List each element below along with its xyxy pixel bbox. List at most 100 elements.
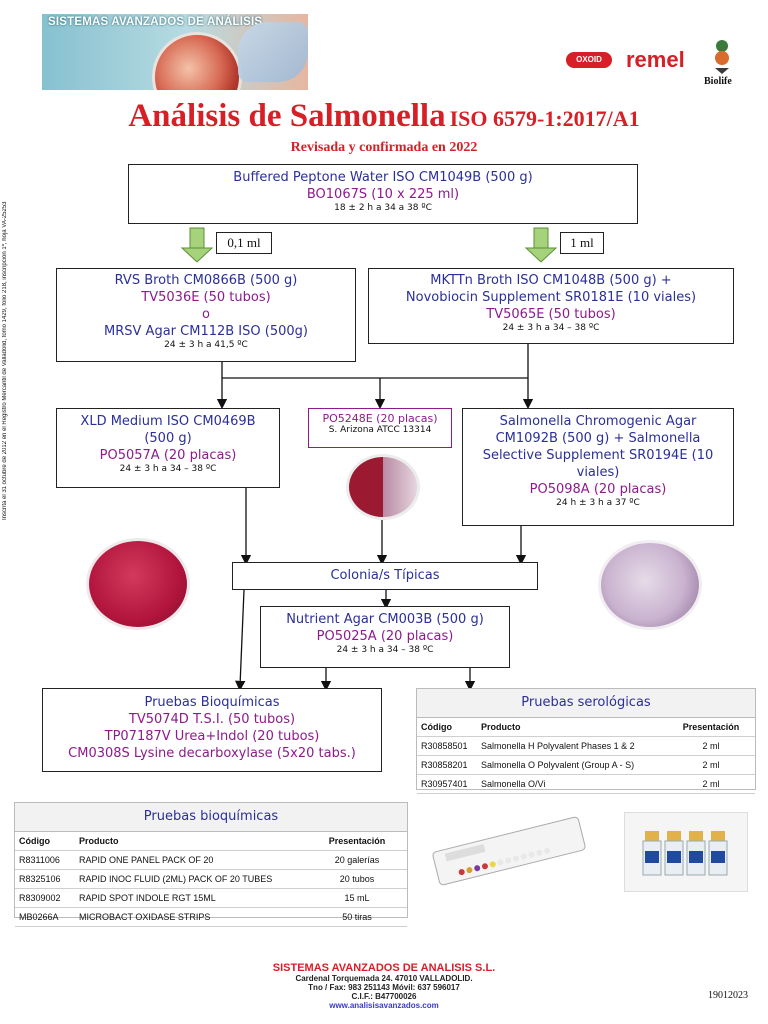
bpw-conditions: 18 ± 2 h a 34 a 38 ºC	[334, 203, 432, 213]
bioq-line4: CM0308S Lysine decarboxylase (5x20 tabs.…	[68, 746, 356, 761]
bioq-cell: R8311006	[15, 850, 75, 870]
footer-company: SISTEMAS AVANZADOS DE ANALISIS S.L.	[272, 962, 496, 974]
box-chromogenic-agar: Salmonella Chromogenic Agar CM1092B (500…	[462, 408, 734, 526]
green-arrow-right-icon	[524, 227, 558, 263]
sero-cell: Salmonella O Polyvalent (Group A - S)	[477, 755, 667, 775]
volume-label-left: 0,1 ml	[216, 232, 272, 254]
bioquimicas-table: Código Producto Presentación R8311006 RA…	[15, 832, 407, 927]
arizona-petri-dish-image	[346, 454, 420, 520]
box-nutrient-agar: Nutrient Agar CM003B (500 g) PO5025A (20…	[260, 606, 510, 668]
chromo-line2: CM1092B (500 g) + Salmonella	[495, 431, 701, 446]
chromogenic-petri-dish-image	[598, 540, 702, 630]
box-rvs-broth: RVS Broth CM0866B (500 g) TV5036E (50 tu…	[56, 268, 356, 362]
remel-logo: remel	[626, 47, 685, 72]
footer-phone: Tno / Fax: 983 251143 Móvil: 637 596017	[308, 983, 460, 992]
bioq-header-producto: Producto	[75, 832, 307, 851]
sero-cell: R30858201	[417, 755, 477, 775]
page-title-iso: ISO 6579-1:2017/A1	[449, 106, 640, 131]
page-subtitle: Revisada y confirmada en 2022	[290, 140, 478, 155]
bpw-line1: Buffered Peptone Water ISO CM1049B (500 …	[233, 170, 533, 185]
serologicas-table: Código Producto Presentación R30858501 S…	[417, 718, 755, 794]
mkttn-conditions: 24 ± 3 h a 34 – 38 ºC	[502, 323, 600, 333]
table-pruebas-bioquimicas: Pruebas bioquímicas Código Producto Pres…	[14, 802, 408, 927]
footer-cif: C.I.F.: B47700026	[351, 992, 417, 1001]
chromo-line3: Selective Supplement SR0194E (10	[482, 448, 714, 463]
sero-cell: Salmonella H Polyvalent Phases 1 & 2	[477, 736, 667, 756]
sero-cell: 2 ml	[667, 736, 755, 756]
xld-line1: XLD Medium ISO CM0469B	[80, 414, 256, 429]
mkttn-line2: Novobiocin Supplement SR0181E (10 viales…	[405, 290, 697, 305]
mkttn-line1: MKTTn Broth ISO CM1048B (500 g) +	[430, 273, 672, 288]
sero-header-codigo: Código	[417, 718, 477, 737]
nutrient-line1: Nutrient Agar CM003B (500 g)	[286, 612, 484, 627]
table-row: R30858201 Salmonella O Polyvalent (Group…	[417, 755, 755, 775]
bioq-line3: TP07187V Urea+Indol (20 tubos)	[104, 729, 320, 744]
bioq-line2: TV5074D T.S.I. (50 tubos)	[128, 712, 296, 727]
header-banner: SISTEMAS AVANZADOS DE ANÁLISIS	[42, 14, 308, 90]
rvs-line3: o	[202, 307, 210, 322]
table-row: R8311006 RAPID ONE PANEL PACK OF 20 20 g…	[15, 850, 407, 870]
nutrient-conditions: 24 ± 3 h a 34 – 38 ºC	[336, 645, 434, 655]
bioq-cell: MICROBACT OXIDASE STRIPS	[75, 907, 307, 927]
bioq-header-presentacion: Presentación	[307, 832, 407, 851]
xld-line3: PO5057A (20 placas)	[99, 448, 237, 463]
bioq-cell: MB0266A	[15, 907, 75, 927]
bioq-line1: Pruebas Bioquímicas	[144, 695, 280, 710]
bioq-cell: 20 galerías	[307, 850, 407, 870]
mkttn-line3: TV5065E (50 tubos)	[486, 307, 616, 322]
green-arrow-left-icon	[180, 227, 214, 263]
page-title-main: Análisis de Salmonella	[128, 98, 446, 134]
bioq-cell: 20 tubos	[307, 869, 407, 889]
footer-address: Cardenal Torquemada 24. 47010 VALLADOLID…	[295, 974, 473, 983]
banner-title: SISTEMAS AVANZADOS DE ANÁLISIS	[48, 16, 263, 28]
box-pruebas-bioquimicas: Pruebas Bioquímicas TV5074D T.S.I. (50 t…	[42, 688, 382, 772]
rvs-conditions: 24 ± 3 h a 41,5 ºC	[164, 340, 248, 350]
document-code: 19012023	[708, 990, 748, 1001]
sero-header-presentacion: Presentación	[667, 718, 755, 737]
table-pruebas-serologicas: Pruebas serológicas Código Producto Pres…	[416, 688, 756, 794]
volume-label-right: 1 ml	[560, 232, 604, 254]
sero-cell: Salmonella O/Vi	[477, 774, 667, 794]
table-row: MB0266A MICROBACT OXIDASE STRIPS 50 tira…	[15, 907, 407, 927]
bioq-cell: RAPID ONE PANEL PACK OF 20	[75, 850, 307, 870]
chromo-line5: PO5098A (20 placas)	[529, 482, 667, 497]
bioq-cell: RAPID INOC FLUID (2ML) PACK OF 20 TUBES	[75, 869, 307, 889]
box-xld-medium: XLD Medium ISO CM0469B (500 g) PO5057A (…	[56, 408, 280, 488]
box-colonias-tipicas: Colonia/s Típicas	[232, 562, 538, 590]
serologicas-title: Pruebas serológicas	[417, 689, 755, 718]
oxoid-logo-text: OXOID	[576, 55, 602, 64]
bioq-cell: R8309002	[15, 888, 75, 908]
box-po5248e: PO5248E (20 placas) S. Arizona ATCC 1331…	[308, 408, 452, 448]
rvs-line1: RVS Broth CM0866B (500 g)	[114, 273, 298, 288]
table-row: R30858501 Salmonella H Polyvalent Phases…	[417, 736, 755, 756]
po5248e-line2: S. Arizona ATCC 13314	[328, 425, 432, 435]
xld-conditions: 24 ± 3 h a 34 – 38 ºC	[119, 464, 217, 474]
antisera-vials-image	[624, 812, 748, 892]
chromo-conditions: 24 h ± 3 h a 37 ºC	[556, 498, 640, 508]
po5248e-line1: PO5248E (20 placas)	[322, 412, 438, 425]
bioq-cell: 15 mL	[307, 888, 407, 908]
table-row: R8309002 RAPID SPOT INDOLE RGT 15ML 15 m…	[15, 888, 407, 908]
page-title: Análisis de Salmonella ISO 6579-1:2017/A…	[0, 98, 768, 135]
gloved-hand-image	[238, 22, 308, 82]
bpw-line2: BO1067S (10 x 225 ml)	[306, 187, 460, 202]
bioquimicas-table-title: Pruebas bioquímicas	[15, 803, 407, 832]
bioq-cell: 50 tiras	[307, 907, 407, 927]
rvs-line2: TV5036E (50 tubos)	[141, 290, 271, 305]
sero-cell: 2 ml	[667, 755, 755, 775]
biolife-logo-text: Biolife	[704, 76, 732, 87]
table-row: R30957401 Salmonella O/Vi 2 ml	[417, 774, 755, 794]
bioq-cell: R8325106	[15, 869, 75, 889]
bioq-cell: RAPID SPOT INDOLE RGT 15ML	[75, 888, 307, 908]
xld-line2: (500 g)	[144, 431, 192, 446]
box-mkttn-broth: MKTTn Broth ISO CM1048B (500 g) + Novobi…	[368, 268, 734, 344]
rapid-one-panel-image	[432, 816, 586, 886]
chromo-line1: Salmonella Chromogenic Agar	[499, 414, 697, 429]
sero-header-producto: Producto	[477, 718, 667, 737]
nutrient-line2: PO5025A (20 placas)	[316, 629, 454, 644]
rvs-line4: MRSV Agar CM112B ISO (500g)	[104, 324, 308, 339]
bioq-header-codigo: Código	[15, 832, 75, 851]
chromo-line4: viales)	[576, 465, 620, 480]
oxoid-logo: OXOID	[566, 52, 612, 68]
